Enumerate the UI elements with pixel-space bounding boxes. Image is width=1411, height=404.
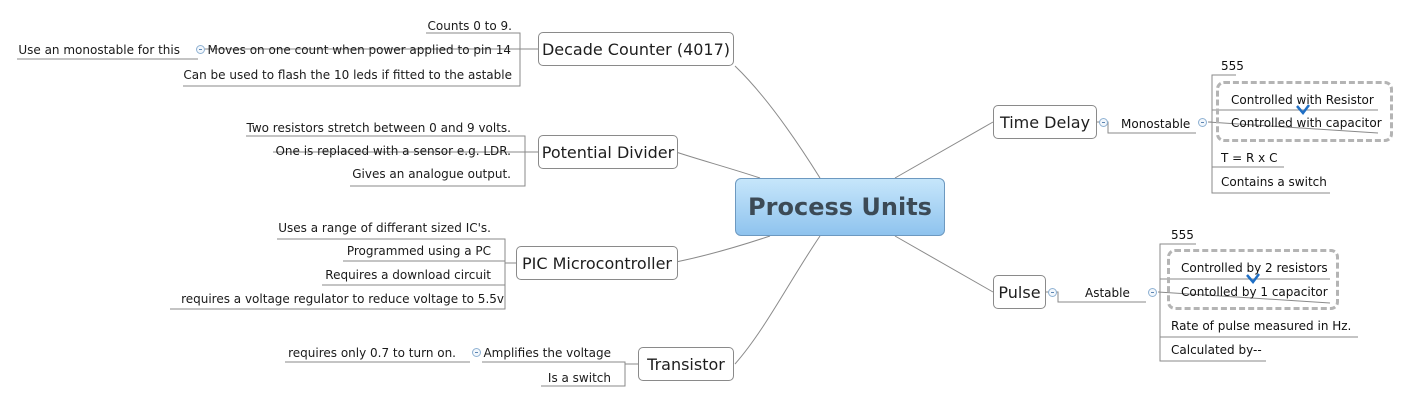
pulse-item-capacitor[interactable]: Contolled by 1 capacitor [1181, 285, 1328, 299]
checkmark-icon [1296, 104, 1310, 115]
delay-chip-555[interactable]: 555 [1221, 59, 1244, 73]
boundary-frame [1216, 81, 1393, 142]
pulse-item-calculated[interactable]: Calculated by-- [1171, 343, 1262, 357]
delay-item-capacitor[interactable]: Controlled with capacitor [1231, 116, 1382, 130]
collapse-toggle-icon[interactable] [1048, 288, 1057, 297]
topic-transistor[interactable]: Transistor [638, 347, 734, 381]
pulse-chip-555[interactable]: 555 [1171, 228, 1194, 242]
collapse-toggle-icon[interactable] [1099, 118, 1108, 127]
topic-pulse[interactable]: Pulse [993, 275, 1046, 309]
pulse-item-resistors[interactable]: Controlled by 2 resistors [1181, 261, 1328, 275]
pulse-item-rate[interactable]: Rate of pulse measured in Hz. [1171, 319, 1352, 333]
delay-item-formula[interactable]: T = R x C [1221, 151, 1278, 165]
topic-potential-divider[interactable]: Potential Divider [538, 135, 678, 169]
central-topic[interactable]: Process Units [735, 178, 945, 236]
checkmark-icon [1246, 273, 1260, 284]
collapse-toggle-icon[interactable] [1148, 288, 1157, 297]
delay-item-resistor[interactable]: Controlled with Resistor [1231, 93, 1374, 107]
collapse-toggle-icon[interactable] [472, 348, 481, 357]
collapse-toggle-icon[interactable] [196, 45, 205, 54]
collapse-toggle-icon[interactable] [1198, 118, 1207, 127]
delay-mode-monostable[interactable]: Monostable [1121, 117, 1191, 131]
pulse-mode-astable[interactable]: Astable [1085, 286, 1130, 300]
topic-time-delay[interactable]: Time Delay [993, 105, 1097, 139]
boundary-frame [1167, 249, 1339, 310]
topic-decade-counter[interactable]: Decade Counter (4017) [538, 32, 734, 66]
topic-pic-microcontroller[interactable]: PIC Microcontroller [516, 246, 678, 280]
delay-item-switch[interactable]: Contains a switch [1221, 175, 1327, 189]
